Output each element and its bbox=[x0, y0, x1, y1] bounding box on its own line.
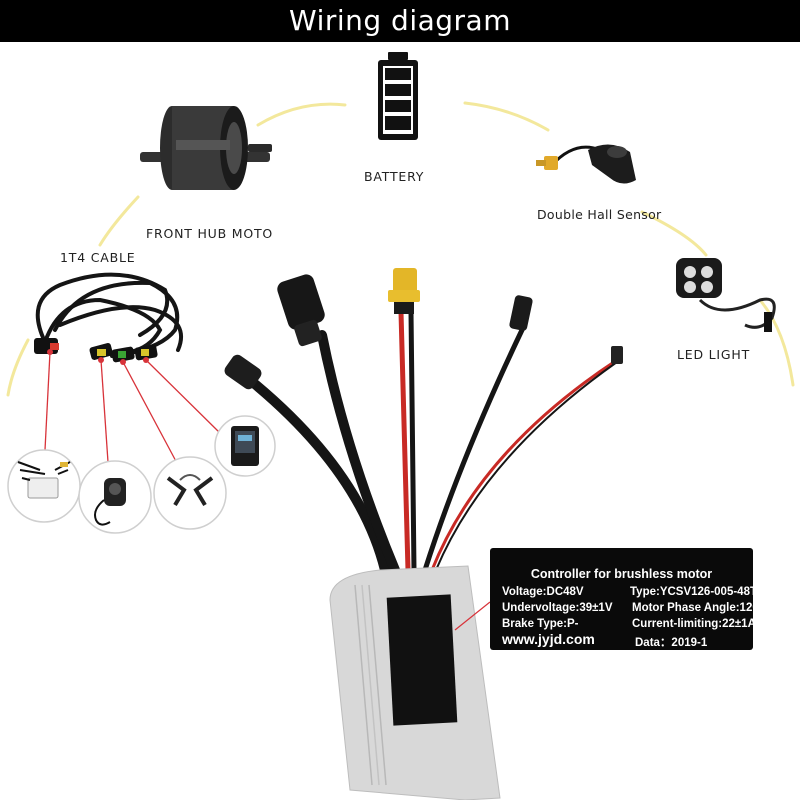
wire-connectors bbox=[224, 268, 623, 390]
battery-icon bbox=[378, 52, 418, 140]
accessory-harness bbox=[7, 449, 81, 523]
arc-motor-battery bbox=[256, 102, 347, 127]
spec-brake-type: Brake Type:P- bbox=[502, 618, 579, 630]
battery-label: BATTERY bbox=[364, 169, 425, 184]
cable-connectors bbox=[34, 338, 158, 363]
spec-type: Type:YCSV126-005-48T bbox=[630, 586, 757, 598]
controller-spec-label: Controller for brushless motor Voltage:D… bbox=[490, 548, 763, 650]
pointer-lines bbox=[44, 351, 223, 466]
spec-undervoltage: Undervoltage:39±1V bbox=[502, 602, 613, 614]
front-hub-motor-label: FRONT HUB MOTO bbox=[146, 226, 274, 241]
spec-voltage: Voltage:DC48V bbox=[502, 586, 584, 598]
cable-harness-icon bbox=[35, 272, 184, 358]
diagram-header: Wiring diagram bbox=[0, 0, 800, 42]
accessory-throttle bbox=[78, 460, 152, 534]
controller-wires bbox=[245, 309, 619, 575]
double-hall-sensor-label: Double Hall Sensor bbox=[537, 207, 662, 222]
arc-battery-hall bbox=[463, 101, 550, 132]
label-pointer-line bbox=[454, 601, 491, 631]
led-light-label: LED LIGHT bbox=[677, 347, 751, 362]
spec-phase-angle: Motor Phase Angle:120° bbox=[632, 602, 764, 614]
accessory-brake-levers bbox=[153, 456, 227, 530]
arc-motor-cable bbox=[98, 195, 140, 247]
spec-date: Data：2019-1 bbox=[635, 637, 708, 649]
diagram-title: Wiring diagram bbox=[289, 4, 511, 37]
arc-hall-light bbox=[640, 210, 708, 257]
cable-label: 1T4 CABLE bbox=[60, 250, 136, 265]
led-light-icon bbox=[676, 258, 776, 332]
spec-current-limiting: Current-limiting:22±1A bbox=[632, 618, 756, 630]
pointer-dots bbox=[47, 349, 149, 365]
arc-cable-accessories bbox=[6, 338, 30, 397]
connector-arcs bbox=[6, 101, 795, 397]
controller-spec-title: Controller for brushless motor bbox=[530, 567, 713, 581]
accessory-display bbox=[214, 415, 276, 477]
hub-motor-icon bbox=[140, 106, 272, 190]
controller-unit bbox=[329, 565, 501, 800]
spec-website: www.jyjd.com bbox=[502, 631, 595, 647]
hall-sensor-icon bbox=[536, 144, 636, 184]
arc-light-edge bbox=[758, 298, 795, 387]
